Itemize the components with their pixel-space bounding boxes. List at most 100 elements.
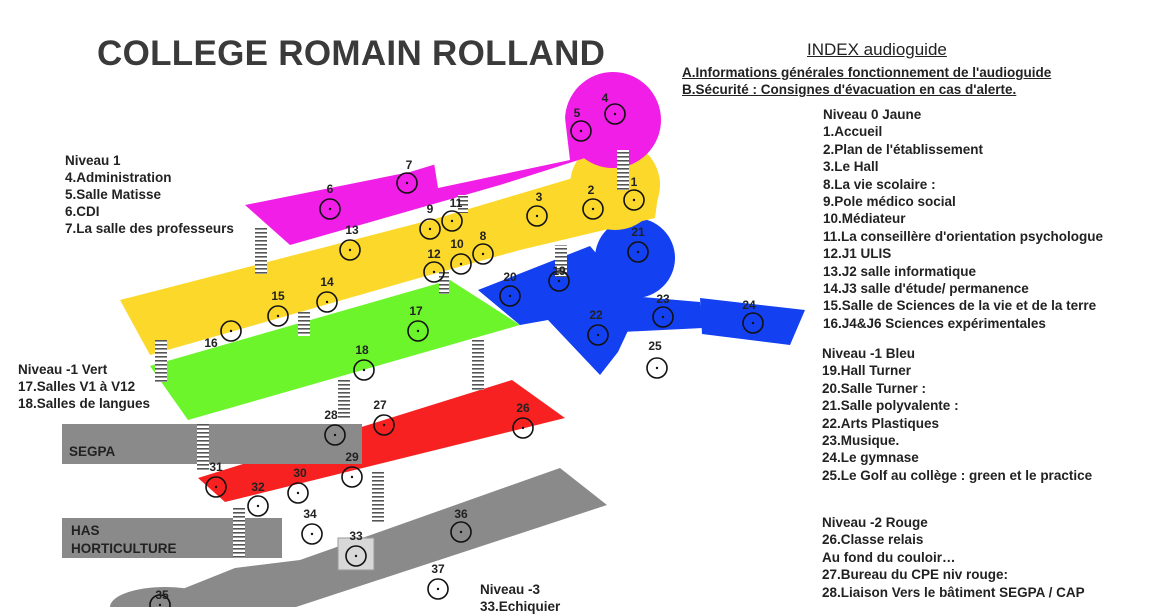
location-marker-28[interactable]: 28 bbox=[324, 408, 346, 446]
legend-item[interactable]: 10.Médiateur bbox=[823, 211, 906, 227]
marker-dot bbox=[521, 426, 525, 430]
marker-dot bbox=[310, 532, 314, 536]
legend-item[interactable]: 7.La salle des professeurs bbox=[65, 221, 234, 236]
marker-dot bbox=[613, 112, 617, 116]
legend-item[interactable]: 19.Hall Turner bbox=[822, 363, 912, 379]
legend-item[interactable]: 17.Salles V1 à V12 bbox=[18, 379, 136, 394]
marker-number: 23 bbox=[656, 292, 670, 306]
location-marker-10[interactable]: 10 bbox=[450, 237, 472, 275]
location-marker-11[interactable]: 11 bbox=[441, 196, 463, 232]
legend-item[interactable]: 20.Salle Turner : bbox=[822, 380, 927, 396]
chessboard-icon bbox=[337, 537, 375, 571]
marker-circle bbox=[742, 312, 764, 334]
legend-item[interactable]: 16.J4&J6 Sciences expérimentales bbox=[823, 315, 1046, 331]
location-marker-9[interactable]: 9 bbox=[419, 202, 441, 240]
location-marker-26[interactable]: 26 bbox=[512, 401, 534, 439]
location-marker-21[interactable]: 21 bbox=[627, 225, 649, 263]
location-marker-1[interactable]: 1 bbox=[623, 175, 645, 211]
location-marker-31[interactable]: 31 bbox=[205, 460, 227, 498]
location-marker-36[interactable]: 36 bbox=[450, 507, 472, 543]
legend-item[interactable]: 8.La vie scolaire : bbox=[823, 176, 936, 192]
location-marker-24[interactable]: 24 bbox=[742, 298, 764, 334]
legend-niveau-minus1-vert: Niveau -1 Vert 17.Salles V1 à V12 18.Sal… bbox=[18, 361, 150, 412]
location-marker-12[interactable]: 12 bbox=[423, 247, 445, 283]
location-marker-13[interactable]: 13 bbox=[339, 223, 361, 261]
location-marker-22[interactable]: 22 bbox=[587, 308, 609, 346]
legend-item[interactable]: 13.J2 salle informatique bbox=[823, 263, 977, 279]
legend-item[interactable]: 6.CDI bbox=[65, 204, 100, 219]
marker-dot bbox=[328, 207, 332, 211]
marker-dot bbox=[636, 250, 640, 254]
location-marker-32[interactable]: 32 bbox=[247, 480, 269, 517]
legend-item[interactable]: 11.La conseillère d'orientation psycholo… bbox=[823, 228, 1104, 244]
marker-dot bbox=[459, 530, 463, 534]
location-marker-30[interactable]: 30 bbox=[287, 466, 309, 504]
marker-circle bbox=[287, 482, 309, 504]
location-marker-29[interactable]: 29 bbox=[341, 450, 363, 488]
location-marker-19[interactable]: 19 bbox=[548, 264, 570, 292]
marker-number: 34 bbox=[303, 507, 317, 521]
location-marker-16[interactable]: 16 bbox=[204, 320, 242, 350]
marker-number: 33 bbox=[349, 529, 363, 543]
legend-item[interactable]: 9.Pole médico social bbox=[823, 193, 956, 209]
legend-item[interactable]: 4.Administration bbox=[65, 170, 172, 185]
legend-item[interactable]: 21.Salle polyvalente : bbox=[822, 398, 959, 414]
legend-item[interactable]: 3.Le Hall bbox=[823, 159, 879, 175]
legend-item[interactable]: 24.Le gymnase bbox=[822, 450, 919, 466]
legend-item[interactable]: 5.Salle Matisse bbox=[65, 187, 162, 202]
legend-item[interactable]: 26.Classe relais bbox=[822, 532, 924, 548]
location-marker-17[interactable]: 17 bbox=[407, 304, 429, 342]
stair bbox=[372, 470, 384, 522]
level-minus3-corridor bbox=[180, 468, 607, 607]
marker-dot bbox=[405, 181, 409, 185]
legend-item[interactable]: 25.Le Golf au collège : green et le prac… bbox=[822, 467, 1093, 483]
location-marker-20[interactable]: 20 bbox=[499, 270, 521, 307]
location-marker-34[interactable]: 34 bbox=[301, 507, 323, 545]
marker-circle bbox=[205, 476, 227, 498]
location-marker-27[interactable]: 27 bbox=[373, 398, 395, 436]
location-marker-7[interactable]: 7 bbox=[396, 158, 418, 194]
marker-circle bbox=[373, 414, 395, 436]
marker-circle bbox=[341, 466, 363, 488]
location-marker-5[interactable]: 5 bbox=[570, 106, 592, 142]
legend-item[interactable]: 1.Accueil bbox=[823, 124, 883, 140]
legend-item[interactable]: 15.Salle de Sciences de la vie et de la … bbox=[823, 298, 1097, 314]
legend-item[interactable]: 18.Salles de langues bbox=[18, 396, 151, 411]
location-marker-8[interactable]: 8 bbox=[472, 229, 494, 265]
marker-number: 36 bbox=[454, 507, 468, 521]
location-marker-14[interactable]: 14 bbox=[316, 275, 338, 313]
legend-item[interactable]: 27.Bureau du CPE niv rouge: bbox=[822, 567, 1009, 583]
legend-item[interactable]: 28.Liaison Vers le bâtiment SEGPA / CAP bbox=[822, 584, 1085, 600]
location-marker-15[interactable]: 15 bbox=[267, 289, 289, 327]
marker-circle bbox=[324, 424, 346, 446]
location-marker-25[interactable]: 25 bbox=[646, 339, 668, 379]
location-marker-3[interactable]: 3 bbox=[526, 190, 548, 227]
legend-item[interactable]: 33.Echiquier bbox=[480, 599, 561, 615]
legend-item[interactable]: 2.Plan de l'établissement bbox=[823, 141, 984, 157]
location-marker-35[interactable]: 35 bbox=[149, 588, 171, 607]
marker-dot bbox=[214, 485, 218, 489]
marker-circle bbox=[652, 306, 674, 328]
location-marker-2[interactable]: 2 bbox=[582, 183, 604, 220]
location-marker-6[interactable]: 6 bbox=[319, 182, 341, 220]
marker-number: 8 bbox=[480, 229, 487, 243]
index-item-a[interactable]: A.Informations générales fonctionnement … bbox=[682, 65, 1052, 80]
marker-circle bbox=[604, 103, 626, 125]
legend-item[interactable]: 12.J1 ULIS bbox=[823, 246, 892, 262]
staircases bbox=[155, 150, 629, 560]
legend-item[interactable]: 22.Arts Plastiques bbox=[822, 415, 940, 431]
location-marker-18[interactable]: 18 bbox=[353, 343, 375, 381]
stair bbox=[617, 150, 629, 190]
marker-dot bbox=[229, 329, 233, 333]
marker-number: 16 bbox=[204, 336, 218, 350]
legend-item[interactable]: 14.J3 salle d'étude/ permanence bbox=[823, 280, 1029, 296]
location-marker-33[interactable]: 33 bbox=[345, 529, 367, 567]
marker-circle bbox=[423, 261, 445, 283]
location-marker-4[interactable]: 4 bbox=[602, 91, 626, 125]
location-marker-37[interactable]: 37 bbox=[427, 562, 449, 600]
marker-circle bbox=[316, 291, 338, 313]
index-item-b[interactable]: B.Sécurité : Consignes d'évacuation en c… bbox=[682, 82, 1017, 97]
marker-number: 20 bbox=[503, 270, 517, 284]
legend-item[interactable]: 23.Musique. bbox=[822, 432, 900, 448]
location-marker-23[interactable]: 23 bbox=[652, 292, 674, 328]
